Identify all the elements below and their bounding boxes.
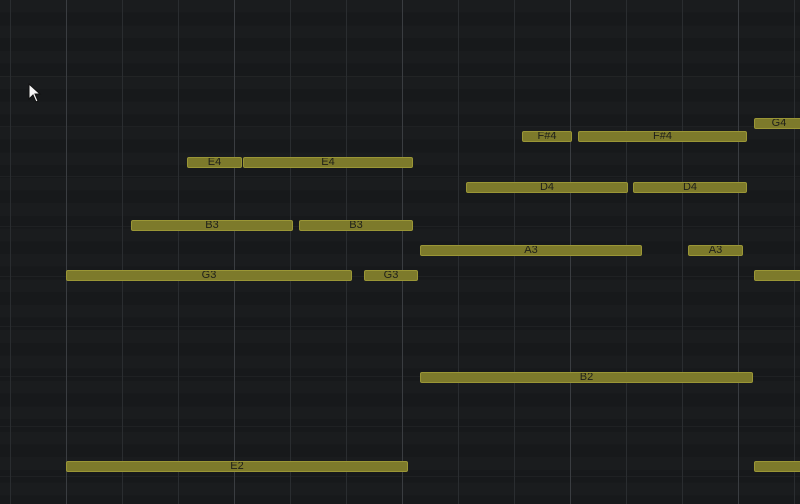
beat-gridline [178,0,179,504]
note-block[interactable]: G3 [66,270,352,281]
beat-gridline [122,0,123,504]
note-block[interactable]: E2 [66,461,408,472]
bar-gridline [402,0,403,504]
grid-row-divider [0,126,800,127]
beat-gridline [794,0,795,504]
note-block[interactable]: D4 [466,182,628,193]
grid-row-divider [0,476,800,477]
bar-gridline [66,0,67,504]
note-block[interactable]: A3 [420,245,642,256]
note-block[interactable] [754,461,800,472]
note-block[interactable]: G4 [754,118,800,129]
note-block[interactable]: A3 [688,245,743,256]
note-block[interactable]: B3 [299,220,413,231]
mouse-pointer-icon [28,83,42,103]
beat-gridline [290,0,291,504]
note-block[interactable] [754,270,800,281]
grid-row-divider [0,176,800,177]
beat-gridline [10,0,11,504]
note-block[interactable]: E4 [243,157,413,168]
bar-gridline [234,0,235,504]
beat-gridline [346,0,347,504]
note-block[interactable]: G3 [364,270,418,281]
note-block[interactable]: B3 [131,220,293,231]
note-block[interactable]: E4 [187,157,242,168]
grid-row-divider [0,326,800,327]
grid-row-divider [0,426,800,427]
note-block[interactable]: B2 [420,372,753,383]
note-block[interactable]: F#4 [522,131,572,142]
grid-row-divider [0,76,800,77]
beat-gridline [682,0,683,504]
note-block[interactable]: F#4 [578,131,747,142]
note-block[interactable]: D4 [633,182,747,193]
